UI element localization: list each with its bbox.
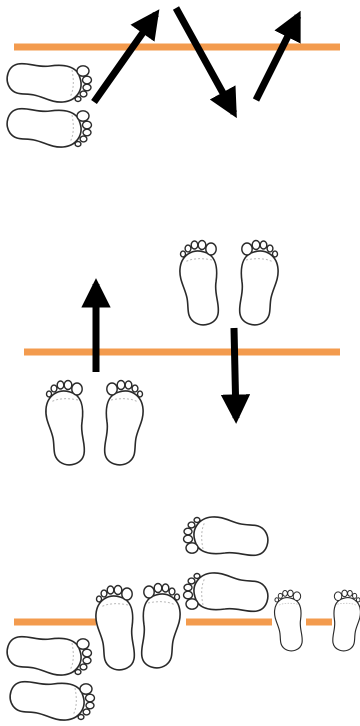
- footprint-icon: [7, 64, 91, 103]
- section-2: [24, 241, 340, 465]
- arrow-icon: [94, 14, 156, 102]
- footprint-icon: [7, 109, 91, 148]
- footprint-icon: [184, 517, 268, 556]
- footprint-icon: [333, 590, 360, 651]
- arrow-icon: [176, 8, 234, 113]
- section-1: [7, 8, 340, 147]
- footprint-icon: [105, 381, 144, 465]
- section-3: [7, 517, 360, 720]
- footprint-icon: [180, 241, 219, 325]
- arrow-icon: [256, 16, 298, 100]
- footprint-icon: [7, 637, 91, 676]
- footprint-icon: [184, 573, 268, 612]
- footprint-icon: [96, 586, 135, 670]
- footprint-icon: [46, 381, 85, 465]
- footprint-icon: [10, 682, 94, 721]
- footprint-icon: [142, 584, 181, 668]
- footprint-icon: [240, 241, 279, 325]
- arrow-icon: [234, 328, 236, 418]
- footprint-icon: [275, 590, 303, 651]
